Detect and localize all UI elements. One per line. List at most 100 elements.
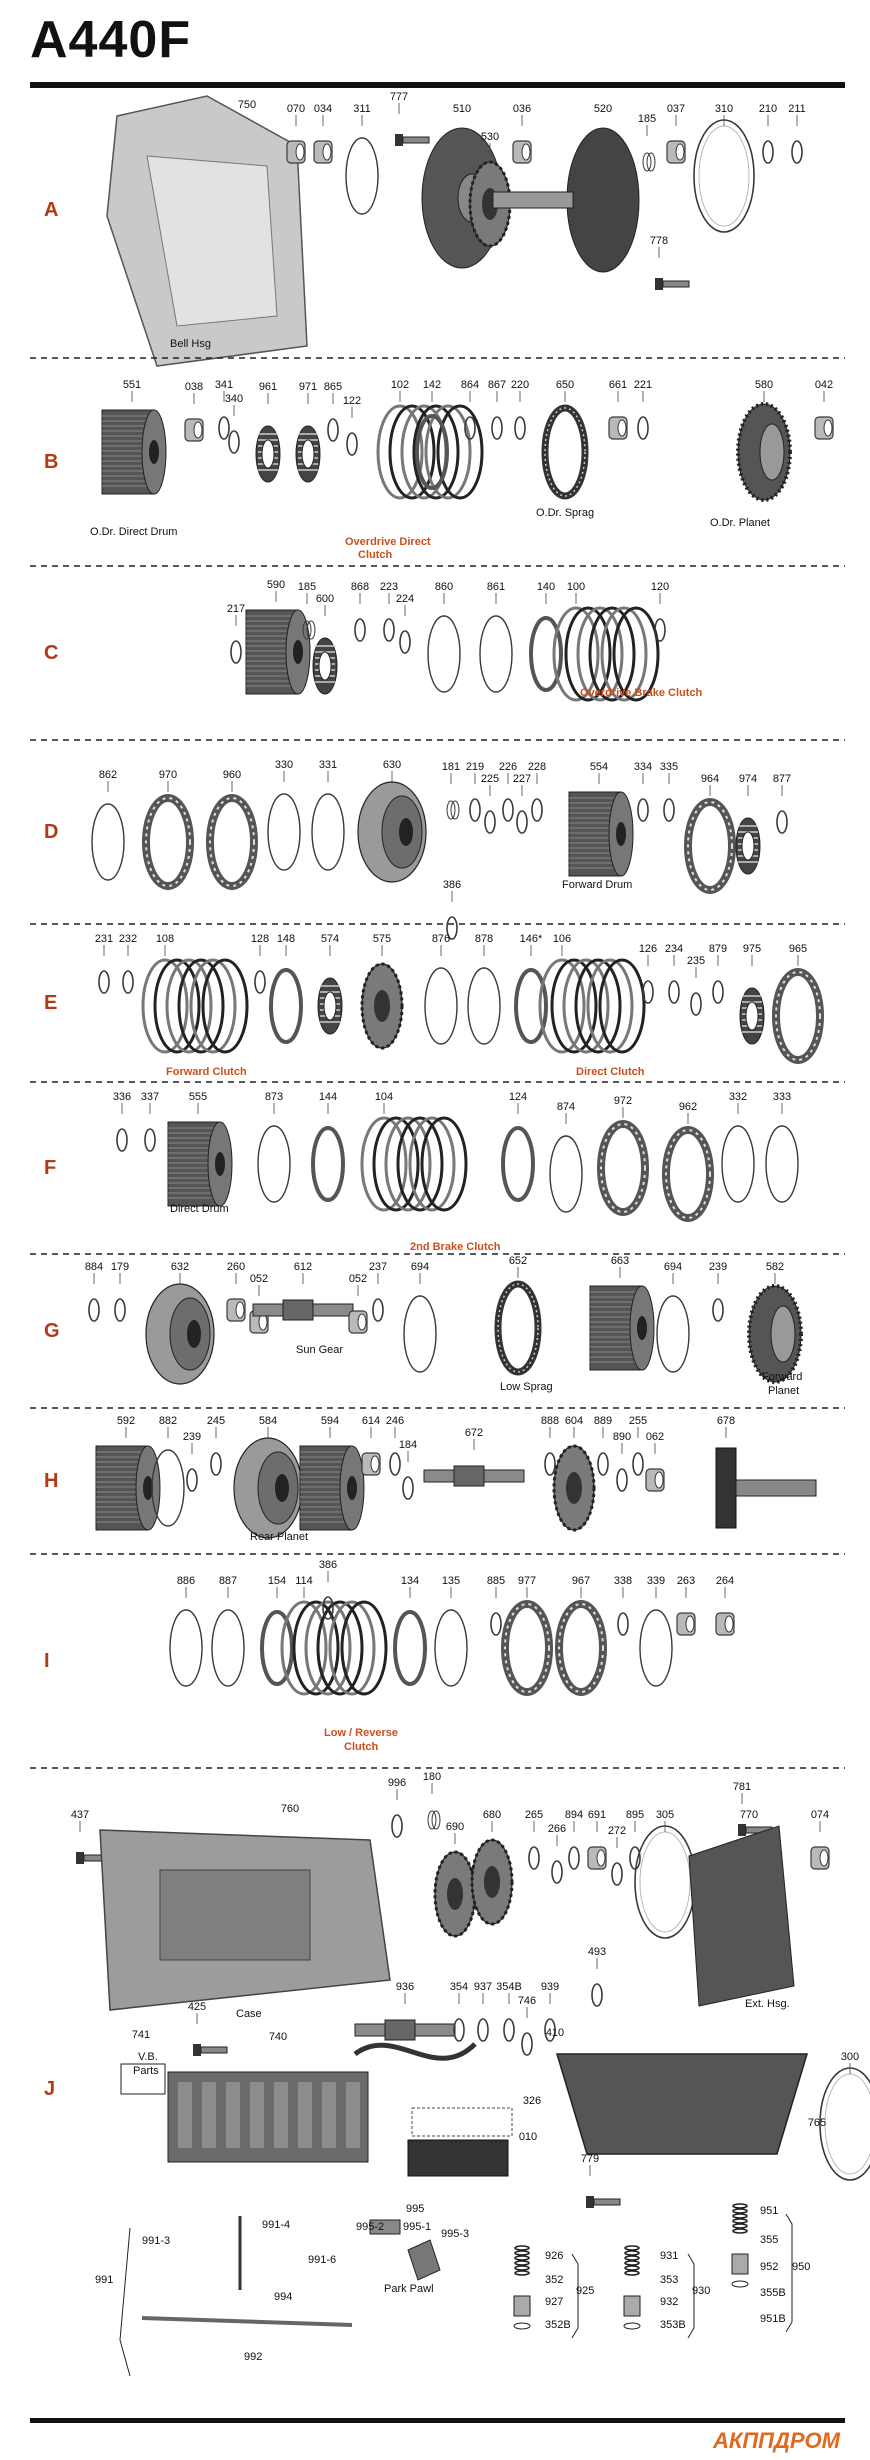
part-305: [634, 1821, 696, 1939]
part-number-991-4: 991-4: [262, 2219, 290, 2231]
part-741: [120, 2063, 166, 2095]
part-520: [492, 127, 640, 273]
part-number-239: 239: [183, 1431, 201, 1443]
part-number-584: 584: [259, 1415, 277, 1427]
part-234: [668, 955, 680, 1004]
part-630: [357, 771, 427, 883]
part-554: [568, 773, 634, 877]
part-number-340: 340: [225, 393, 243, 405]
part-number-740: 740: [269, 2031, 287, 2043]
part-number-386: 386: [319, 1559, 337, 1571]
part-number-932: 932: [660, 2296, 678, 2308]
part-number-310: 310: [715, 103, 733, 115]
part-number-210: 210: [759, 103, 777, 115]
part-number-224: 224: [396, 593, 414, 605]
part-037: [666, 115, 686, 164]
part-663: [589, 1267, 655, 1371]
part-number-977: 977: [518, 1575, 536, 1587]
part-337: [144, 1103, 156, 1152]
part-number-995-3: 995-3: [441, 2228, 469, 2240]
part-number-437: 437: [71, 1809, 89, 1821]
part-number-232: 232: [119, 933, 137, 945]
section-letter-e: E: [44, 992, 57, 1014]
part-number-228: 228: [528, 761, 546, 773]
part-number-862: 862: [99, 769, 117, 781]
part-number-874: 874: [557, 1101, 575, 1113]
part-number-554: 554: [590, 761, 608, 773]
part-number-995: 995: [406, 2203, 424, 2215]
part-number-926: 926: [545, 2250, 563, 2262]
part-333: [765, 1103, 799, 1203]
part-number-235: 235: [687, 955, 705, 967]
part-number-211: 211: [788, 103, 806, 115]
part-number-520: 520: [594, 103, 612, 115]
part-caption: Direct Drum: [170, 1203, 229, 1215]
part-number-226: 226: [499, 761, 517, 773]
part-number-961: 961: [259, 381, 277, 393]
part-185: [642, 125, 656, 172]
part-336: [116, 1103, 128, 1152]
part-263: [676, 1587, 696, 1636]
part-number-353B: 353B: [660, 2319, 686, 2331]
part-number-694: 694: [411, 1261, 429, 1273]
part-246: [389, 1427, 401, 1476]
part-184: [402, 1451, 414, 1500]
part-number-352: 352: [545, 2274, 563, 2286]
part-number-760: 760: [281, 1803, 299, 1815]
part-number-551: 551: [123, 379, 141, 391]
part-960: [206, 781, 258, 890]
part-272: [611, 1837, 623, 1886]
part-number-010: 010: [519, 2131, 537, 2143]
accumulator-spring-set: [623, 2245, 641, 2330]
part-number-600: 600: [316, 593, 334, 605]
part-341: [218, 391, 230, 440]
part-354B: [503, 1993, 515, 2042]
part-146*: [514, 945, 548, 1044]
part-311: [345, 115, 379, 215]
part-894: [568, 1821, 580, 1870]
part-number-873: 873: [265, 1091, 283, 1103]
part-number-950: 950: [792, 2261, 810, 2273]
part-number-885: 885: [487, 1575, 505, 1587]
part-612: [252, 1273, 354, 1321]
part-330: [267, 771, 301, 871]
part-number-074: 074: [811, 1809, 829, 1821]
linkage-rod: [141, 2316, 353, 2327]
part-219: [469, 773, 481, 822]
part-caption: Clutch: [344, 1741, 379, 1753]
part-number-960: 960: [223, 769, 241, 781]
part-778: [655, 247, 690, 290]
part-217: [230, 615, 242, 664]
part-number-134: 134: [401, 1575, 419, 1587]
part-caption: Forward Drum: [562, 879, 632, 891]
part-number-311: 311: [353, 103, 371, 115]
part-number-991-3: 991-3: [142, 2235, 170, 2247]
part-862: [91, 781, 125, 881]
part-879: [712, 955, 724, 1004]
part-868: [354, 593, 366, 642]
part-861: [479, 593, 513, 693]
group-bracket: [571, 2253, 579, 2339]
part-number-895: 895: [626, 1809, 644, 1821]
part-number-879: 879: [709, 943, 727, 955]
part-number-575: 575: [373, 933, 391, 945]
part-884: [88, 1273, 100, 1322]
part-number-104: 104: [375, 1091, 393, 1103]
part-number-184: 184: [399, 1439, 417, 1451]
part-number-678: 678: [717, 1415, 735, 1427]
part-number-992: 992: [244, 2351, 262, 2363]
part-number-245: 245: [207, 1415, 225, 1427]
part-number-052: 052: [250, 1273, 268, 1285]
part-number-180: 180: [423, 1771, 441, 1783]
part-number-330: 330: [275, 759, 293, 771]
part-551: [101, 391, 167, 495]
part-caption: Forward Clutch: [166, 1066, 247, 1078]
part-632: [145, 1273, 215, 1385]
part-number-994: 994: [274, 2291, 292, 2303]
part-038: [184, 393, 204, 442]
part-232: [122, 945, 134, 994]
part-106: [538, 945, 646, 1054]
part-number-225: 225: [481, 773, 499, 785]
part-number-690: 690: [446, 1821, 464, 1833]
part-number-337: 337: [141, 1091, 159, 1103]
